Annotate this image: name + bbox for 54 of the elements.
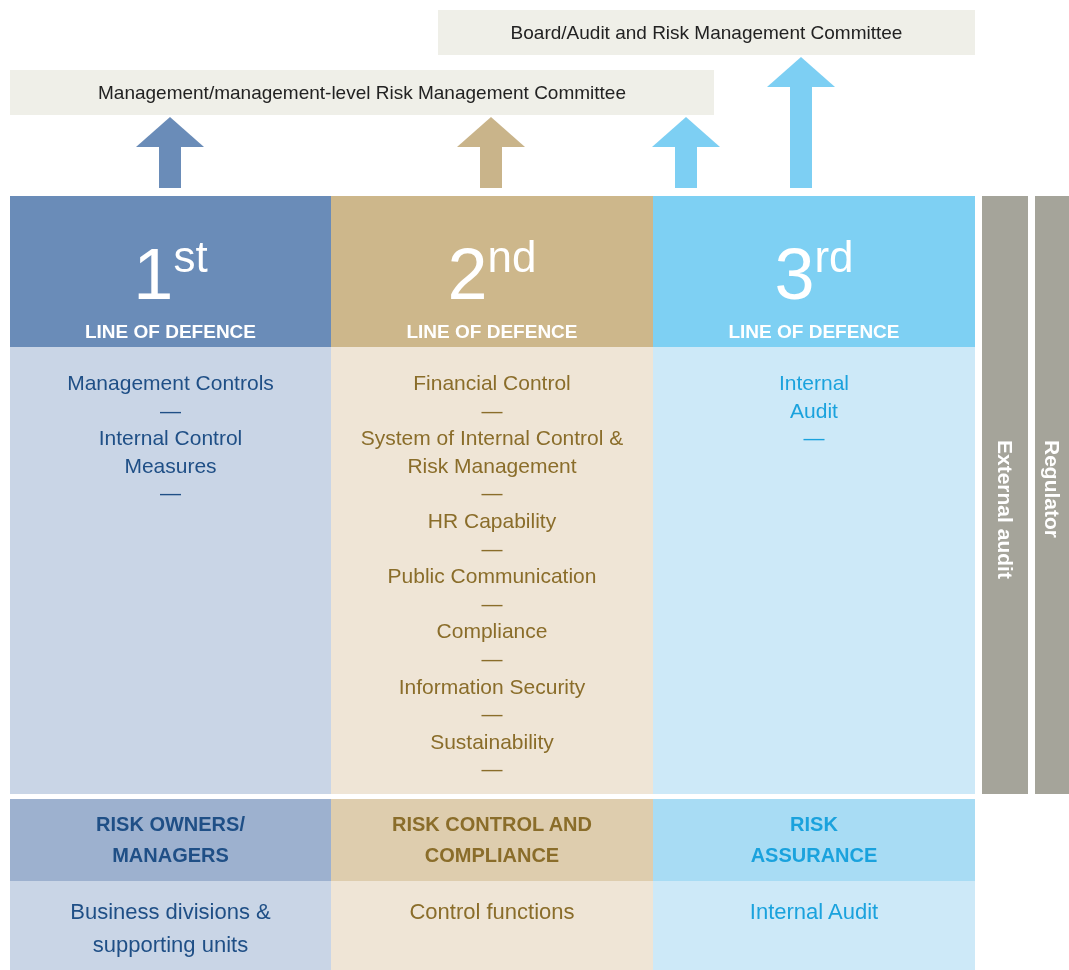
control-item: Sustainability	[430, 728, 554, 755]
defence-number: 3$^{rd}$	[774, 231, 854, 313]
control-item: Information Security	[398, 673, 586, 700]
oversight-bar	[1035, 196, 1069, 794]
control-item: Compliance	[436, 618, 548, 645]
unit-panel	[331, 881, 653, 970]
defence-label: LINE OF DEFENCE	[406, 321, 578, 343]
oversight-bar	[982, 196, 1028, 794]
defence-line-header	[653, 196, 975, 347]
unit-panel	[653, 881, 975, 970]
role-title: RISK ASSURANCE	[749, 812, 879, 868]
up-arrow	[136, 117, 204, 188]
defence-label: LINE OF DEFENCE	[728, 321, 900, 343]
unit-name: Internal Audit	[748, 898, 880, 926]
separator-dash: —	[481, 645, 503, 672]
role-title: RISK OWNERS/ MANAGERS	[95, 812, 246, 868]
control-item: Management Controls	[67, 370, 274, 396]
committee-name: Management/management-level Risk Management Committee	[98, 81, 626, 104]
defence-line-header	[10, 196, 331, 347]
control-item: Financial Control	[413, 370, 571, 396]
control-item: Internal Audit	[777, 370, 850, 424]
up-arrow	[767, 57, 835, 188]
up-arrow	[652, 117, 720, 188]
control-item: HR Capability	[427, 507, 557, 534]
oversight-label: External audit	[993, 440, 1017, 579]
controls-panel	[331, 347, 653, 794]
control-item: System of Internal Control & Risk Management	[359, 425, 625, 479]
unit-panel	[10, 881, 331, 970]
separator-dash: —	[160, 480, 181, 507]
control-item: Internal Control Measures	[97, 425, 244, 479]
separator-dash: —	[803, 425, 825, 452]
separator-dash: —	[481, 397, 503, 424]
up-arrow	[457, 117, 525, 188]
role-header	[653, 799, 975, 881]
separator-dash: —	[481, 756, 503, 783]
unit-name: Business divisions & supporting units	[69, 898, 272, 959]
role-header	[10, 799, 331, 881]
committee-name: Board/Audit and Risk Management Committee	[510, 21, 903, 44]
controls-panel	[653, 347, 975, 794]
unit-name: Control functions	[408, 898, 576, 926]
defence-line-header	[331, 196, 653, 347]
separator-dash: —	[160, 397, 181, 424]
separator-dash: —	[481, 535, 503, 562]
separator-dash: —	[481, 480, 503, 507]
separator-dash: —	[481, 701, 503, 728]
role-header	[331, 799, 653, 881]
oversight-label: Regulator	[1040, 440, 1064, 538]
defence-number: 1$^{st}$	[133, 231, 208, 313]
role-title: RISK CONTROL AND COMPLIANCE	[391, 812, 593, 868]
control-item: Public Communication	[387, 563, 597, 590]
defence-number: 2$^{nd}$	[447, 231, 537, 313]
separator-dash: —	[481, 590, 503, 617]
controls-panel	[10, 347, 331, 794]
defence-label: LINE OF DEFENCE	[85, 321, 256, 343]
